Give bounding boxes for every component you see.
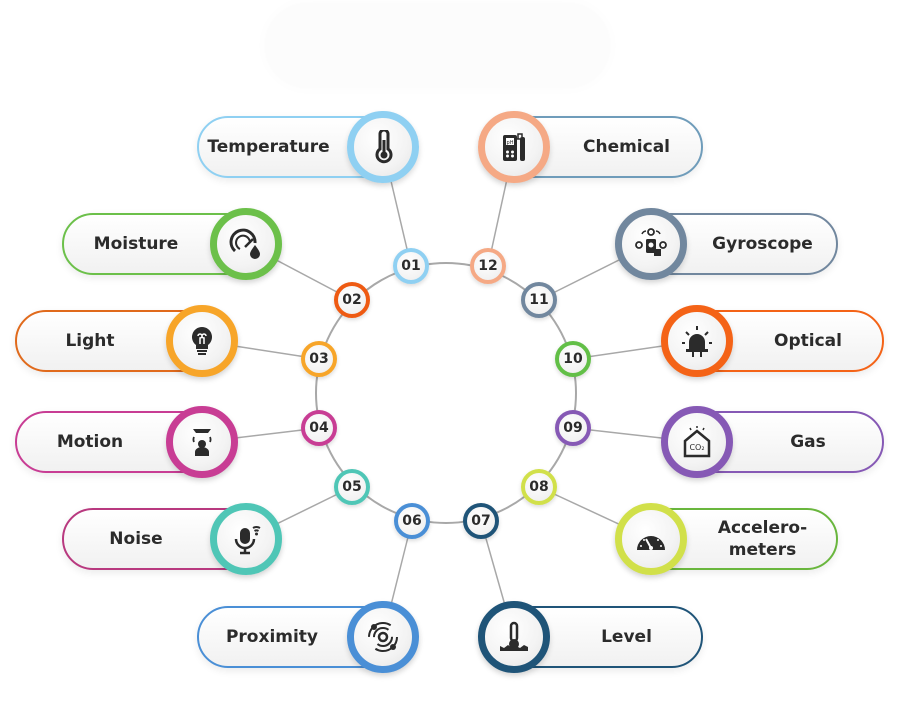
- moisture-gauge-icon-glyph: [229, 228, 260, 259]
- sensor-label: Gas: [790, 432, 826, 452]
- gyroscope-icon: [615, 208, 687, 280]
- step-number-badge: 12: [470, 248, 506, 284]
- sensor-label: Gyroscope: [712, 234, 813, 254]
- alarm-light-icon-glyph: [682, 326, 712, 357]
- sensor-label: Noise: [109, 529, 163, 549]
- moisture-gauge-icon: [210, 208, 282, 280]
- thermometer-icon: [347, 111, 419, 183]
- light-bulb-icon-glyph: [192, 327, 212, 355]
- sensor-label: Accelero- meters: [717, 518, 808, 560]
- gyroscope-icon-glyph: [635, 228, 667, 256]
- faded-title-banner: [265, 3, 610, 88]
- svg-text:CO₂: CO₂: [689, 443, 704, 452]
- sensor-label: Optical: [774, 331, 842, 351]
- step-number-badge: 04: [301, 410, 337, 446]
- sensor-label: Light: [65, 331, 115, 351]
- speedometer-icon: [615, 503, 687, 575]
- level-icon-glyph: [500, 621, 528, 651]
- ph-meter-icon: pH: [478, 111, 550, 183]
- light-bulb-icon: [166, 305, 238, 377]
- motion-sensor-icon-glyph: [192, 429, 212, 456]
- center-ring: [315, 262, 577, 524]
- motion-sensor-icon: [166, 406, 238, 478]
- microphone-icon: [210, 503, 282, 575]
- sensor-label: Moisture: [93, 234, 179, 254]
- step-number-badge: 07: [463, 503, 499, 539]
- step-number-badge: 08: [521, 469, 557, 505]
- ph-meter-icon-glyph: pH: [503, 133, 525, 161]
- proximity-icon-glyph: [368, 622, 398, 652]
- sensor-label: Temperature: [207, 137, 330, 157]
- sensor-label: Motion: [56, 432, 124, 452]
- step-number-badge: 06: [394, 503, 430, 539]
- step-number-badge: 10: [555, 341, 591, 377]
- step-number-badge: 11: [521, 282, 557, 318]
- step-number-badge: 09: [555, 410, 591, 446]
- co2-icon-glyph: CO₂: [683, 426, 711, 458]
- level-icon: [478, 601, 550, 673]
- microphone-icon-glyph: [234, 526, 261, 555]
- step-number-badge: 02: [334, 282, 370, 318]
- sensor-label: Chemical: [582, 137, 671, 157]
- thermometer-icon-glyph: [375, 130, 393, 164]
- proximity-icon: [347, 601, 419, 673]
- step-number-badge: 01: [393, 248, 429, 284]
- speedometer-icon-glyph: [637, 536, 665, 550]
- sensor-label: Proximity: [225, 627, 319, 647]
- alarm-light-icon: [661, 305, 733, 377]
- co2-icon: CO₂: [661, 406, 733, 478]
- step-number-badge: 05: [334, 469, 370, 505]
- step-number-badge: 03: [301, 341, 337, 377]
- svg-text:pH: pH: [507, 140, 514, 146]
- sensor-label: Level: [601, 627, 652, 647]
